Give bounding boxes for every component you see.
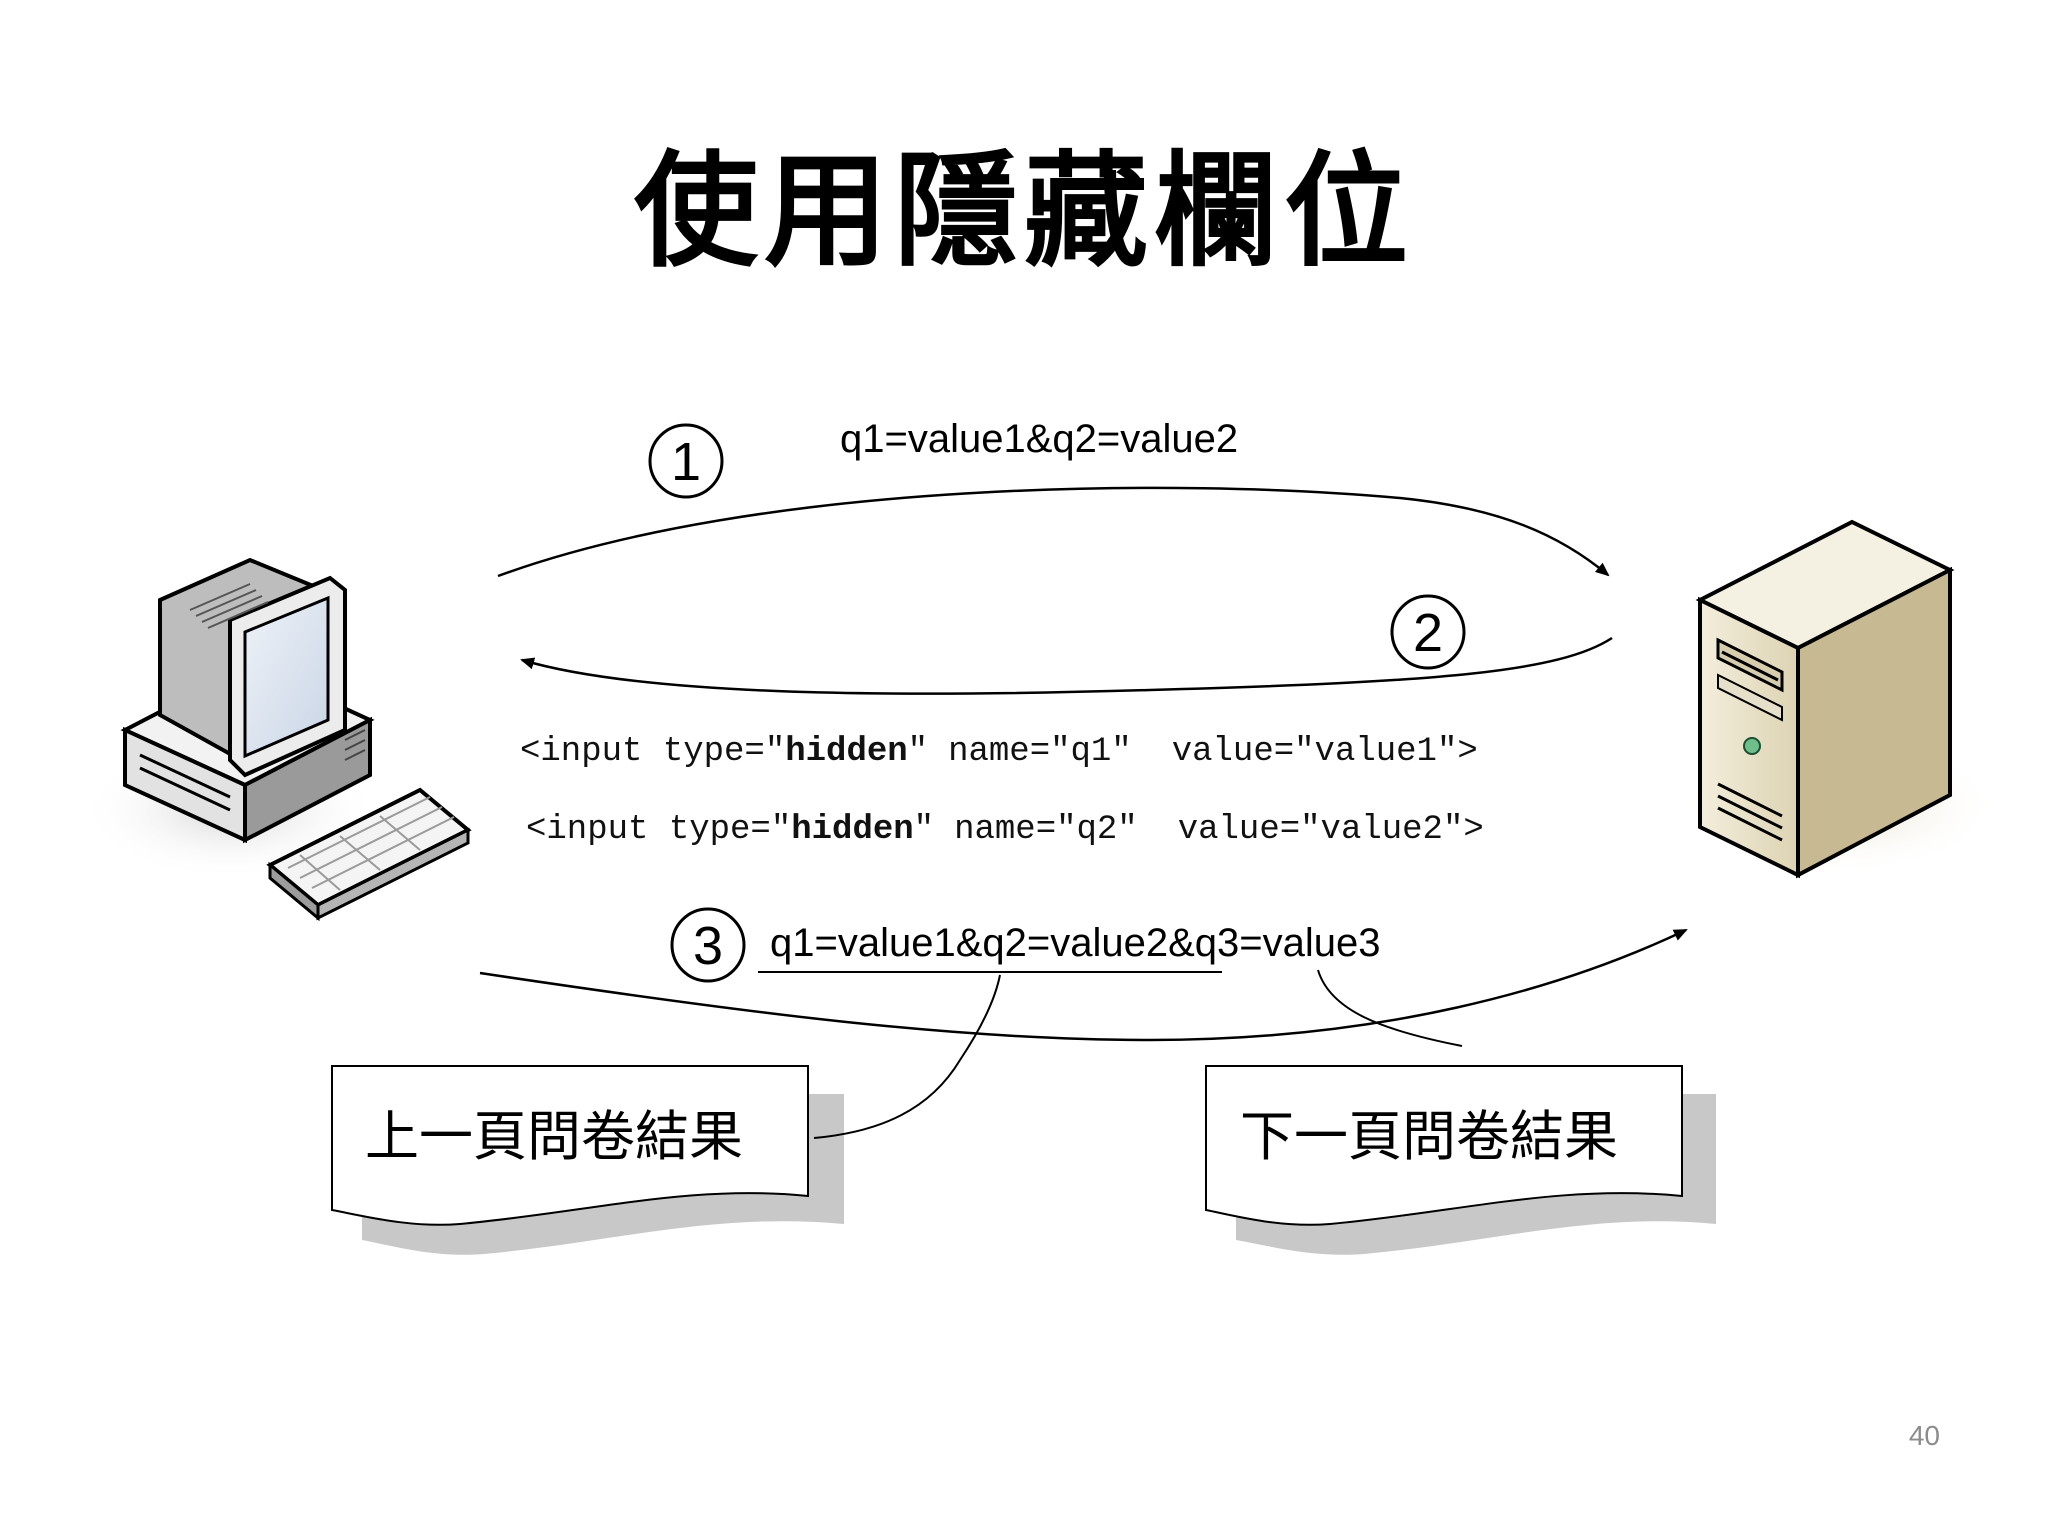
- step-3-badge: [670, 907, 746, 983]
- step-1: 1 q1=value1&q2=value2: [497, 417, 1610, 578]
- hidden-input-line-1: <input type="hidden"name="q1"value="valu…: [520, 733, 1478, 771]
- next-connector: [1317, 969, 1463, 1047]
- step-2-number: 2: [1413, 603, 1443, 663]
- next-page-label: 下一頁問卷結果: [1240, 1105, 1618, 1168]
- step-2-badge: [1390, 594, 1466, 670]
- previous-page-callout: 上一頁問卷結果: [331, 974, 1001, 1255]
- request-arrow-1: [497, 486, 1610, 578]
- response-arrow-2: [520, 636, 1613, 695]
- desktop-computer-icon: [80, 557, 472, 922]
- step-1-badge: [648, 423, 724, 499]
- slide-title: 使用隱藏欄位: [633, 140, 1414, 284]
- previous-page-label: 上一頁問卷結果: [365, 1105, 743, 1168]
- step-3-number: 3: [693, 916, 723, 976]
- step-3-query: q1=value1&q2=value2&q3=value3: [770, 921, 1381, 965]
- next-page-callout: 下一頁問卷結果: [1205, 969, 1716, 1255]
- server-tower-icon: [1680, 519, 2000, 879]
- request-arrow-3: [479, 928, 1688, 1042]
- previous-connector: [813, 974, 1001, 1139]
- step-2: 2: [520, 594, 1613, 695]
- hidden-input-code: <input type="hidden"name="q1"value="valu…: [520, 733, 1484, 849]
- hidden-input-line-2: <input type="hidden"name="q2"value="valu…: [526, 811, 1484, 849]
- step-3: 3 q1=value1&q2=value2&q3=value3: [479, 907, 1688, 1042]
- step-1-query: q1=value1&q2=value2: [840, 417, 1238, 461]
- step-1-number: 1: [671, 432, 701, 492]
- page-number: 40: [1908, 1420, 1940, 1451]
